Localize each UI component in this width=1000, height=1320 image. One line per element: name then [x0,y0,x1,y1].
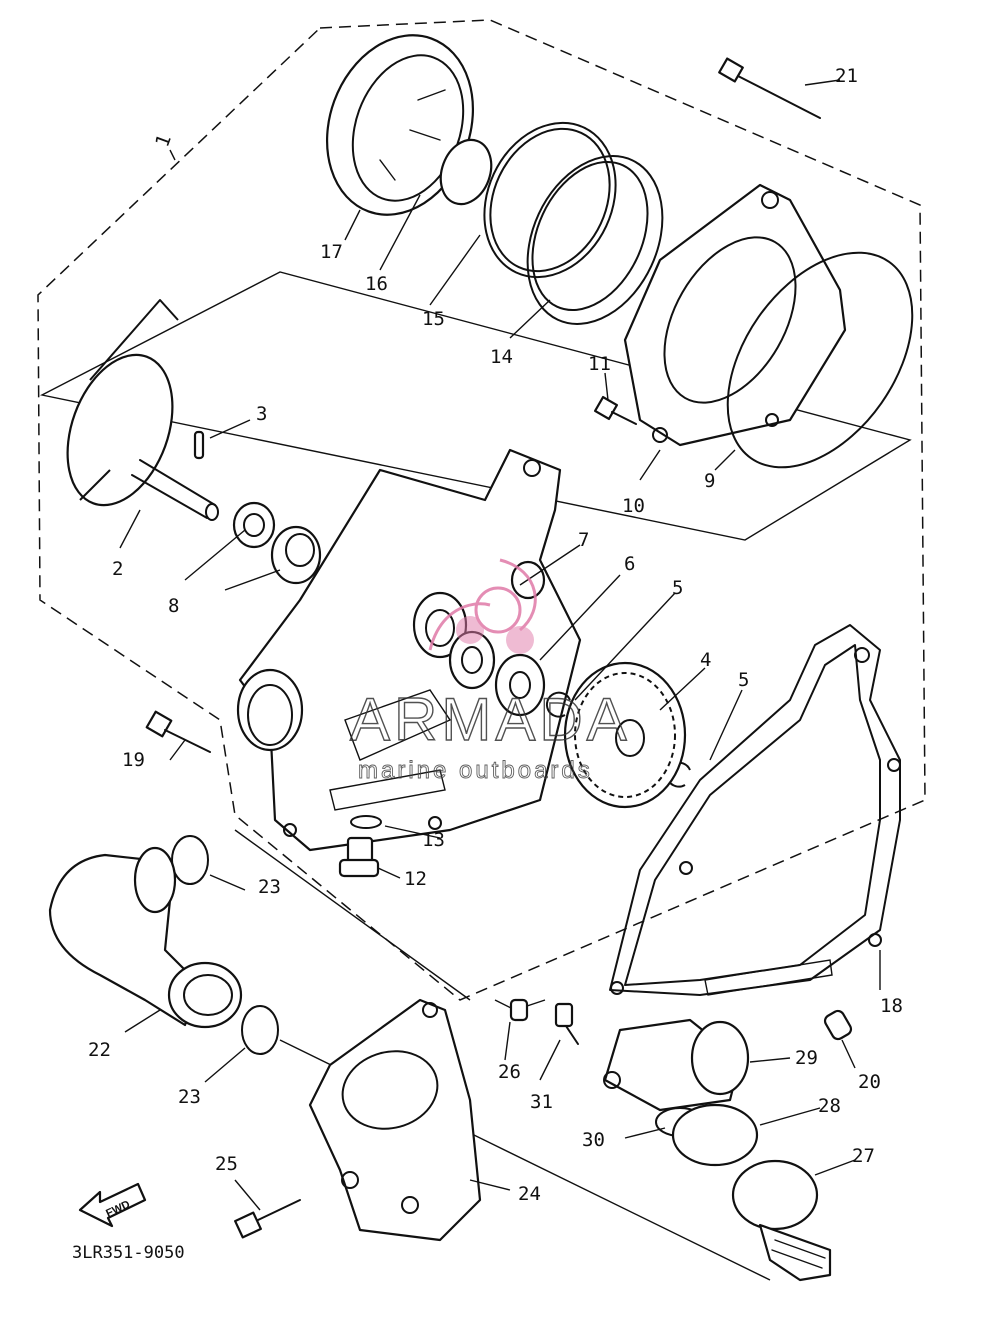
part-31-bolt[interactable] [554,1002,579,1045]
part-23-oring-a[interactable] [171,835,209,885]
watermark-tagline: marine outboards [358,757,593,784]
part-22-elbow-pipe[interactable] [48,846,243,1029]
part-9-oring[interactable] [690,219,951,502]
label-part-25: 25 [215,1153,238,1175]
label-part-6: 6 [624,553,635,575]
label-part-17: 17 [320,241,343,263]
assembly-boundary [37,19,926,1001]
label-part-3: 3 [256,403,267,425]
label-part-5b: 5 [738,669,749,691]
part-15-oring[interactable] [460,101,640,298]
label-part-24: 24 [518,1183,541,1205]
part-4-gear[interactable] [563,661,687,809]
label-part-1: 1 [151,132,176,150]
fwd-arrow-icon: FWD [78,1182,147,1228]
label-part-5a: 5 [672,577,683,599]
part-11-bolt[interactable] [593,395,637,425]
label-part-31: 31 [530,1091,553,1113]
label-part-27: 27 [852,1145,875,1167]
label-part-28: 28 [818,1095,841,1117]
label-part-14: 14 [490,346,513,368]
leader-lines [119,79,881,1211]
part-21-long-bolt[interactable] [718,57,821,119]
label-part-2: 2 [112,558,123,580]
label-part-11: 11 [588,353,611,375]
part-code: 3LR351-9050 [72,1243,185,1263]
label-part-22: 22 [88,1039,111,1061]
part-29-outlet[interactable] [603,1018,750,1112]
part-24-thermostat-housing[interactable] [308,998,482,1242]
part-25-bolt[interactable] [234,1199,301,1239]
part-19-bolt[interactable] [145,710,211,753]
label-part-4: 4 [700,649,711,671]
part-12-drain-plug[interactable] [338,836,380,878]
label-part-12: 12 [404,868,427,890]
part-6-bearing[interactable] [448,630,546,717]
label-part-13: 13 [422,829,445,851]
part-5-circlip-a[interactable] [545,691,571,718]
part-14-ring[interactable] [502,134,689,346]
part-23-oring-b[interactable] [241,1005,279,1055]
label-part-20: 20 [858,1071,881,1093]
part-27-thermostat[interactable] [731,1159,832,1282]
label-part-16: 16 [365,273,388,295]
part-3-pin[interactable] [193,430,205,460]
label-part-23a: 23 [258,876,281,898]
part-26-cap[interactable] [509,998,529,1022]
watermark-brand: ARMADA [350,686,631,753]
part-2-impeller[interactable] [48,299,219,521]
part-18-gasket[interactable] [609,624,901,996]
watermark: ARMADA marine outboards [349,558,631,784]
part-8-seals[interactable] [232,501,322,585]
label-part-7: 7 [578,529,589,551]
label-part-8: 8 [168,595,179,617]
label-part-21: 21 [835,65,858,87]
label-part-30: 30 [582,1129,605,1151]
label-part-19: 19 [122,749,145,771]
part-16-washer[interactable] [432,133,500,211]
label-part-10: 10 [622,495,645,517]
label-part-18: 18 [880,995,903,1017]
label-part-15: 15 [422,308,445,330]
label-part-26: 26 [498,1061,521,1083]
watermark-logo-icon [428,558,537,654]
label-part-23b: 23 [178,1086,201,1108]
label-part-29: 29 [795,1047,818,1069]
label-part-9: 9 [704,470,715,492]
part-10-pump-cover[interactable] [623,183,847,447]
part-13-oring[interactable] [350,815,382,829]
part-28-gasket[interactable] [671,1103,759,1167]
pump-housing[interactable] [236,448,582,852]
part-20-plug[interactable] [823,1009,853,1042]
